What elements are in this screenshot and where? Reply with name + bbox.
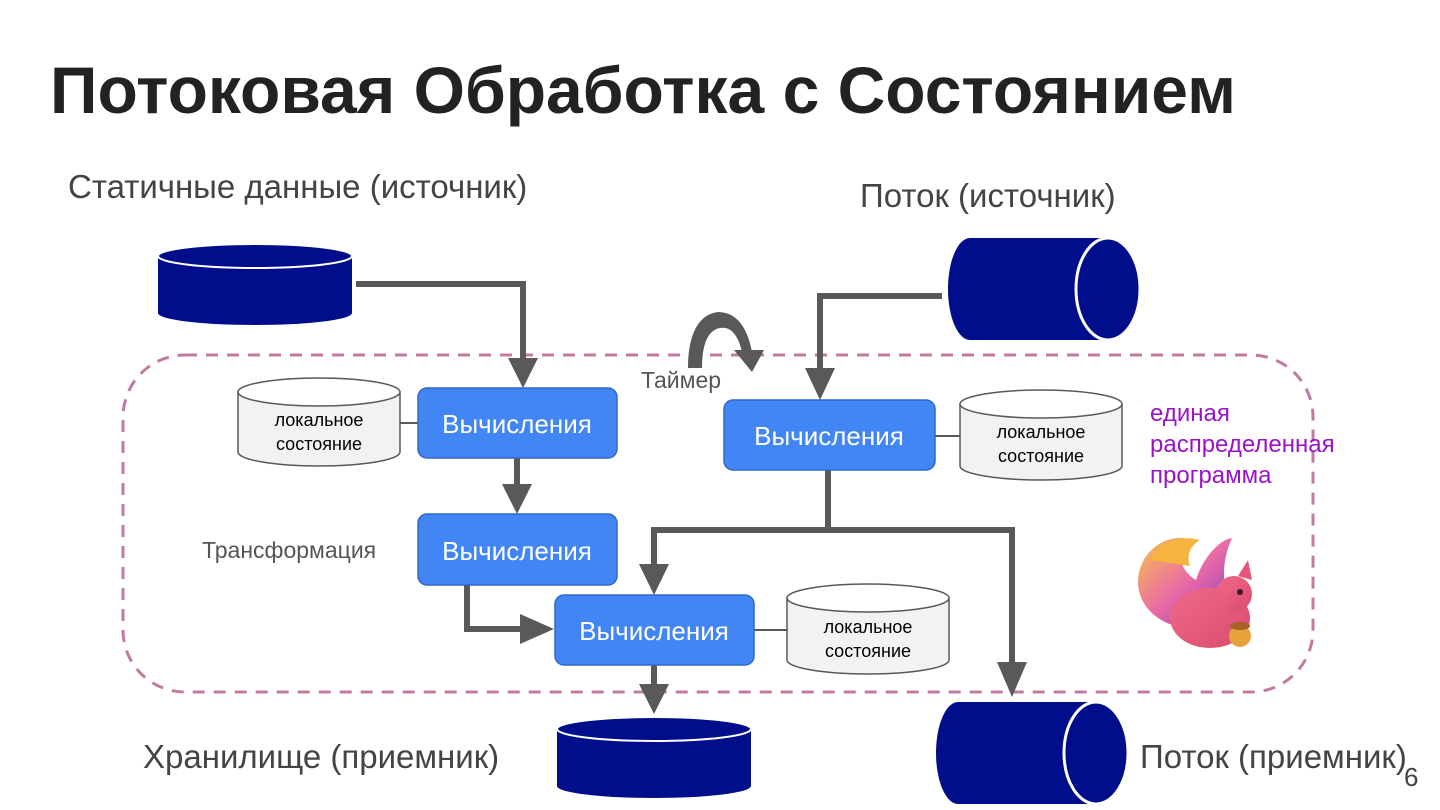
- curved-arrow-icon: [688, 312, 764, 372]
- compute-label: Вычисления: [754, 421, 904, 451]
- arrow-compute2-to-sink: [828, 527, 1015, 665]
- local-state-1: локальное состояние: [237, 377, 401, 467]
- compute-label: Вычисления: [442, 536, 592, 566]
- arrowhead-compute1: [508, 358, 538, 388]
- arrowhead-compute4-top: [639, 564, 669, 595]
- arrow-static-to-compute1: [356, 281, 526, 362]
- program-label-line2: распределенная: [1150, 431, 1335, 458]
- stream-source-label: Поток (источник): [860, 177, 1116, 214]
- stream-source-icon: [948, 236, 1142, 342]
- storage-sink-db-icon: [556, 716, 752, 798]
- local-state-3: локальное состояние: [786, 583, 950, 675]
- program-label: единая распределенная программа: [1150, 398, 1335, 491]
- arrowhead-compute3: [502, 484, 532, 514]
- arrow-heads: [502, 358, 1027, 714]
- compute-label: Вычисления: [579, 616, 729, 646]
- storage-sink-label: Хранилище (приемник): [143, 738, 500, 775]
- state-label-line1: локальное: [997, 422, 1086, 442]
- compute-node-2: Вычисления: [723, 399, 936, 471]
- connector-lines: [356, 281, 1015, 690]
- compute-node-4: Вычисления: [554, 594, 755, 666]
- arrow-stream-to-compute2: [817, 293, 942, 372]
- arrowhead-storage: [639, 684, 669, 714]
- stream-sink-label: Поток (приемник): [1140, 738, 1407, 775]
- compute-node-1: Вычисления: [417, 387, 618, 459]
- program-boundary: [121, 353, 1315, 694]
- static-source-label: Статичные данные (источник): [68, 168, 528, 205]
- arrow-compute2-to-compute4: [651, 470, 831, 567]
- program-label-line1: единая: [1150, 400, 1230, 427]
- state-label-line2: состояние: [825, 641, 911, 661]
- state-label-line1: локальное: [824, 617, 913, 637]
- arrowhead-sink: [997, 662, 1027, 697]
- static-source-db-icon: [157, 243, 353, 325]
- stream-sink-icon: [936, 700, 1130, 806]
- page-number: 6: [1404, 762, 1419, 792]
- arrow-compute3-to-compute4: [464, 585, 524, 632]
- state-label-line2: состояние: [276, 434, 362, 454]
- state-label-line2: состояние: [998, 446, 1084, 466]
- page-title: Потоковая Обработка с Состоянием: [50, 53, 1236, 127]
- timer-label: Таймер: [641, 367, 722, 393]
- arrowhead-compute4-right: [520, 614, 554, 644]
- local-state-2: локальное состояние: [959, 389, 1123, 481]
- state-label-line1: локальное: [275, 410, 364, 430]
- program-label-line3: программа: [1150, 462, 1272, 489]
- squirrel-logo-icon: [1138, 537, 1252, 648]
- arrowhead-compute2: [805, 368, 835, 400]
- compute-label: Вычисления: [442, 409, 592, 439]
- transform-label: Трансформация: [202, 537, 377, 563]
- compute-node-3: Вычисления: [417, 513, 618, 586]
